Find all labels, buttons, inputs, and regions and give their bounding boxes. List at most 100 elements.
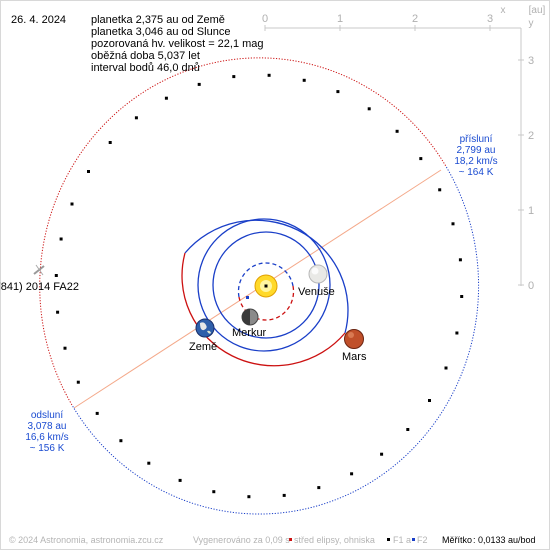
- mars-orbit: [181, 219, 349, 367]
- orbit-point: [406, 428, 410, 431]
- asteroid-icon: [33, 264, 45, 276]
- orbit-point: [108, 141, 112, 144]
- x-tick-label: 0: [262, 13, 268, 25]
- sun-icon: [254, 274, 278, 298]
- earth-label: Země: [189, 341, 217, 353]
- orbit-point: [197, 82, 201, 86]
- y-tick-label: 3: [528, 55, 534, 67]
- orbit-point: [59, 237, 63, 241]
- y-tick-label: 0: [528, 280, 534, 292]
- venus-label: Venuše: [298, 286, 335, 298]
- aphelion-temperature: ~ 156 K: [29, 443, 65, 454]
- info-line: planetka 2,375 au od Země: [91, 14, 225, 26]
- mercury-icon: [241, 308, 259, 326]
- perihelion-title: přísluní: [459, 134, 493, 145]
- asteroid-orbit-below: [72, 165, 480, 515]
- perihelion-speed: 18,2 km/s: [454, 156, 498, 167]
- orbit-point: [54, 274, 58, 277]
- perihelion-distance: 2,799 au: [456, 145, 496, 156]
- legend-marker-center: [289, 538, 292, 541]
- footer-scale-label: Měřítko: [442, 535, 473, 545]
- asteroid-label: (7841) 2014 FA22: [0, 281, 79, 293]
- mars-label: Mars: [342, 351, 367, 363]
- asteroid-orbit: [39, 57, 480, 515]
- orbit-point: [87, 170, 90, 173]
- orbit-point: [76, 380, 80, 384]
- orbit-point: [119, 439, 123, 443]
- orbit-point: [147, 461, 151, 465]
- mercury-label: Merkur: [232, 327, 267, 339]
- footer-copyright: © 2024 Astronomia, astronomia.zcu.cz: [9, 535, 164, 545]
- orbit-point: [247, 495, 251, 499]
- aphelion-distance: 3,078 au: [27, 421, 67, 432]
- legend-marker-f1: [387, 538, 390, 541]
- x-tick-label: 3: [487, 13, 493, 25]
- orbit-point: [350, 472, 354, 476]
- mars-orbit-below: [184, 219, 349, 334]
- orbit-point: [395, 129, 399, 133]
- x-tick-label: 2: [412, 13, 418, 25]
- orbit-point: [419, 157, 423, 161]
- earth-icon: [195, 318, 215, 338]
- mercury-orbit: [237, 262, 295, 321]
- aphelion-note: odsluní 3,078 au 16,6 km/s ~ 156 K: [15, 410, 79, 454]
- orbit-point: [282, 493, 286, 497]
- orbit-point: [70, 202, 74, 206]
- legend-marker-f2: [412, 538, 415, 541]
- ellipse-center-marker: [246, 296, 249, 299]
- venus-orbit: [212, 231, 320, 339]
- orbit-point: [460, 295, 464, 298]
- orbit-point: [134, 116, 138, 120]
- info-block: planetka 2,375 au od Země planetka 3,046…: [91, 14, 264, 74]
- orbit-point: [63, 346, 67, 350]
- footer-legend-f2: F2: [417, 535, 428, 545]
- orbit-point: [178, 478, 182, 482]
- orbit-point: [380, 452, 384, 456]
- aphelion-speed: 16,6 km/s: [25, 432, 69, 443]
- info-line: interval bodů 46,0 dnů: [91, 62, 200, 74]
- perihelion-temperature: ~ 164 K: [458, 167, 494, 178]
- footer-legend-f1: F1: [393, 535, 404, 545]
- y-tick-label: 2: [528, 130, 534, 142]
- footer-legend-center: střed elipsy, ohniska: [294, 535, 375, 545]
- orbit-point: [212, 490, 216, 494]
- asteroid-orbit-above: [39, 57, 447, 407]
- venus-icon: [308, 264, 328, 284]
- orbit-point: [455, 331, 459, 335]
- orbit-point: [458, 258, 462, 262]
- orbit-point: [302, 78, 306, 82]
- y-axis-name: y: [529, 18, 534, 29]
- footer-scale-value: : 0,0133 au/bod: [473, 535, 536, 545]
- orbit-point: [451, 222, 455, 226]
- footer-generated: Vygenerováno za 0,09 s: [193, 535, 290, 545]
- x-tick-label: 1: [337, 13, 343, 25]
- orbit-point: [438, 188, 442, 192]
- date-label: 26. 4. 2024: [11, 14, 67, 26]
- earth-orbit: [197, 218, 331, 352]
- axis-unit: [au]: [529, 5, 546, 16]
- orbit-point: [56, 310, 60, 314]
- orbit-point: [428, 399, 431, 402]
- info-line: planetka 3,046 au od Slunce: [91, 26, 231, 38]
- orbit-points: [54, 73, 464, 499]
- orbit-point: [336, 90, 340, 94]
- orbit-point: [317, 486, 321, 490]
- perihelion-note: přísluní 2,799 au 18,2 km/s ~ 164 K: [441, 134, 511, 178]
- mercury-orbit-below: [237, 262, 294, 298]
- orbit-point: [95, 411, 99, 415]
- orbit-point: [367, 107, 371, 111]
- info-line: pozorovaná hv. velikost = 22,1 mag: [91, 38, 264, 50]
- mars-orbit-above: [181, 252, 346, 367]
- orbit-point: [444, 366, 448, 370]
- info-line: oběžná doba 5,037 let: [91, 50, 200, 62]
- orbit-point: [267, 73, 271, 77]
- mars-icon: [344, 329, 364, 349]
- footer-legend-a: a: [406, 535, 412, 545]
- y-tick-label: 1: [528, 205, 534, 217]
- axes: 0 1 2 3 3 2 1 0 x y [au]: [262, 5, 546, 292]
- orbit-point: [164, 96, 168, 100]
- orbit-point: [232, 75, 236, 79]
- aphelion-title: odsluní: [30, 410, 64, 421]
